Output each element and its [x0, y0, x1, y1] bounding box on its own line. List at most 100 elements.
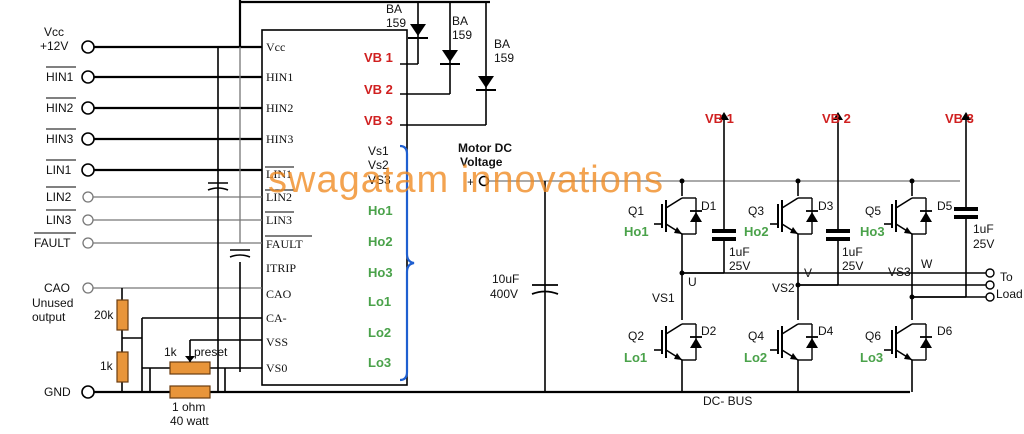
- phase-v-label: V: [804, 266, 812, 280]
- to-load-label-1: To: [1000, 270, 1013, 284]
- boot-cap1-value: 1uF: [729, 245, 750, 259]
- boot-cap2-voltage: 25V: [842, 259, 863, 273]
- bridge-lo1: Lo1: [624, 350, 647, 365]
- q-high-3-arrow: [904, 227, 912, 234]
- preset-resistor: [169, 361, 211, 375]
- phase-u-label: U: [688, 275, 697, 289]
- q-low-2-arrow: [790, 353, 798, 360]
- resistor-20k: [116, 299, 129, 331]
- bridge-vb1: VB 1: [705, 111, 734, 126]
- leg3-dcplus-node: [909, 178, 915, 184]
- boot-cap3-value: 1uF: [973, 222, 994, 236]
- d6-label: D6: [937, 324, 953, 338]
- motor-plus: +: [467, 175, 474, 189]
- preset-label: preset: [194, 345, 228, 359]
- output-brace-icon: [399, 144, 415, 382]
- ic-pin-hin3: HIN3: [266, 132, 293, 146]
- q6-label: Q6: [865, 329, 881, 343]
- diode2-num: 159: [452, 28, 472, 42]
- q-low-2-diode-icon: [806, 338, 818, 348]
- q-low-2-collector: [781, 323, 799, 335]
- bridge-lo3: Lo3: [860, 350, 883, 365]
- diode1-type: BA: [386, 2, 402, 16]
- ic-lo2: Lo2: [368, 325, 391, 340]
- q-high-2-diode-icon: [806, 212, 818, 222]
- ic-vb2: VB 2: [364, 82, 393, 97]
- ic-lo3: Lo3: [368, 355, 391, 370]
- q2-label: Q2: [628, 329, 644, 343]
- vcc-label: Vcc: [44, 25, 64, 39]
- to-load-label-2: Load: [996, 287, 1023, 301]
- bridge-ho3: Ho3: [860, 224, 885, 239]
- d1-label: D1: [701, 199, 717, 213]
- vb-arrow-1-icon: [719, 112, 729, 120]
- vb-arrow-3-icon: [961, 112, 971, 120]
- bridge-lo2: Lo2: [744, 350, 767, 365]
- diode1-num: 159: [386, 16, 406, 30]
- unused-label-2: output: [32, 310, 66, 324]
- shunt-power: 40 watt: [170, 414, 209, 428]
- cao-input-label: CAO: [44, 281, 70, 295]
- preset-value: 1k: [164, 345, 178, 359]
- shunt-value: 1 ohm: [172, 400, 205, 414]
- r20k-label: 20k: [94, 308, 114, 322]
- ic-pin-lin1: LIN1: [266, 167, 292, 181]
- q-high-3-diode-icon: [920, 212, 932, 222]
- d2-label: D2: [701, 324, 717, 338]
- q-low-1-diode-icon: [690, 338, 702, 348]
- q5-label: Q5: [865, 204, 881, 218]
- fault-input-label: FAULT: [34, 236, 71, 250]
- vb-arrow-2-icon: [833, 112, 843, 120]
- boot-cap3-voltage: 25V: [973, 237, 994, 251]
- vs2-node-label: VS2: [772, 281, 795, 295]
- vs3-node-label: VS3: [888, 265, 911, 279]
- unused-label-1: Unused: [32, 296, 73, 310]
- ic-vb1: VB 1: [364, 50, 393, 65]
- hin2-input-label: HIN2: [46, 101, 74, 115]
- load-terminal-1: [985, 268, 995, 278]
- ic-lo1: Lo1: [368, 294, 391, 309]
- ic-left-pins: Vcc HIN1 HIN2 HIN3 LIN1 LIN2 LIN3 FAULT …: [266, 40, 303, 375]
- q-high-2-collector: [781, 197, 799, 209]
- bootstrap-network: [238, 0, 496, 126]
- diode3-type: BA: [494, 37, 510, 51]
- diode-ba159-2-icon: [442, 50, 458, 62]
- watermark-text: swagatam innovations: [268, 159, 664, 201]
- ic-ho1: Ho1: [368, 203, 393, 218]
- ic-vs2: Vs2: [368, 158, 389, 172]
- q1-label: Q1: [628, 204, 644, 218]
- resistor-1k: [116, 351, 129, 383]
- phase-w-label: W: [921, 257, 933, 271]
- d5-label: D5: [937, 199, 953, 213]
- ic-pin-lin3: LIN3: [266, 213, 292, 227]
- ic-pin-vs0: VS0: [266, 361, 287, 375]
- load-terminal-3: [985, 292, 995, 302]
- q-low-3-arrow: [904, 353, 912, 360]
- shunt-resistor: [169, 385, 211, 399]
- diode-ba159-3-icon: [478, 76, 494, 88]
- ic-pin-cao: CAO: [266, 287, 292, 301]
- vcc-voltage: +12V: [40, 39, 68, 53]
- bulk-cap-value: 10uF: [492, 272, 519, 286]
- ic-vb3: VB 3: [364, 113, 393, 128]
- diode3-num: 159: [494, 51, 514, 65]
- load-terminal-2: [985, 280, 995, 290]
- bridge-vb2: VB 2: [822, 111, 851, 126]
- bulk-cap-voltage: 400V: [490, 287, 518, 301]
- ic-ho3: Ho3: [368, 265, 393, 280]
- motor-voltage-label: Voltage: [460, 155, 503, 169]
- leg1-dcplus-node: [679, 178, 685, 184]
- ic-ho2: Ho2: [368, 234, 393, 249]
- leg2-dcplus-node: [795, 178, 801, 184]
- d4-label: D4: [818, 324, 834, 338]
- q-high-1-diode-icon: [690, 212, 702, 222]
- lin3-input-label: LIN3: [46, 213, 72, 227]
- q-high-3-collector: [895, 197, 913, 209]
- gnd-label: GND: [44, 385, 71, 399]
- bridge-vb3: VB 3: [945, 111, 974, 126]
- lin1-input-label: LIN1: [46, 163, 72, 177]
- q-low-3-collector: [895, 323, 913, 335]
- bridge-ho1: Ho1: [624, 224, 649, 239]
- bridge-ho2: Ho2: [744, 224, 769, 239]
- left-passives: [116, 47, 262, 399]
